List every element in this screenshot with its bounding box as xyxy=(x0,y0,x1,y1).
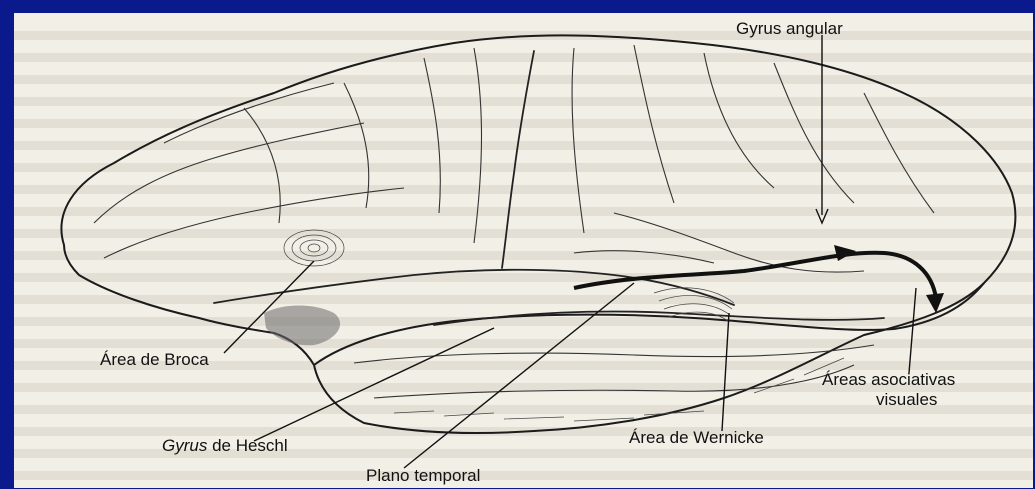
label-plano-temporal: Plano temporal xyxy=(366,466,480,485)
label-areas-asociativas-line1: Áreas asociativas xyxy=(822,370,955,389)
background-text-texture xyxy=(14,31,1033,480)
brain-diagram: Gyrus angular Área de Broca Gyrus de Hes… xyxy=(14,13,1033,488)
label-area-de-wernicke: Área de Wernicke xyxy=(629,428,764,447)
book-page: Gyrus angular Área de Broca Gyrus de Hes… xyxy=(14,13,1033,488)
label-areas-asociativas-line2: visuales xyxy=(876,390,937,409)
label-gyrus-angular: Gyrus angular xyxy=(736,19,843,38)
label-gyrus-de-heschl: Gyrus de Heschl xyxy=(162,436,288,455)
label-area-de-broca: Área de Broca xyxy=(100,350,209,369)
